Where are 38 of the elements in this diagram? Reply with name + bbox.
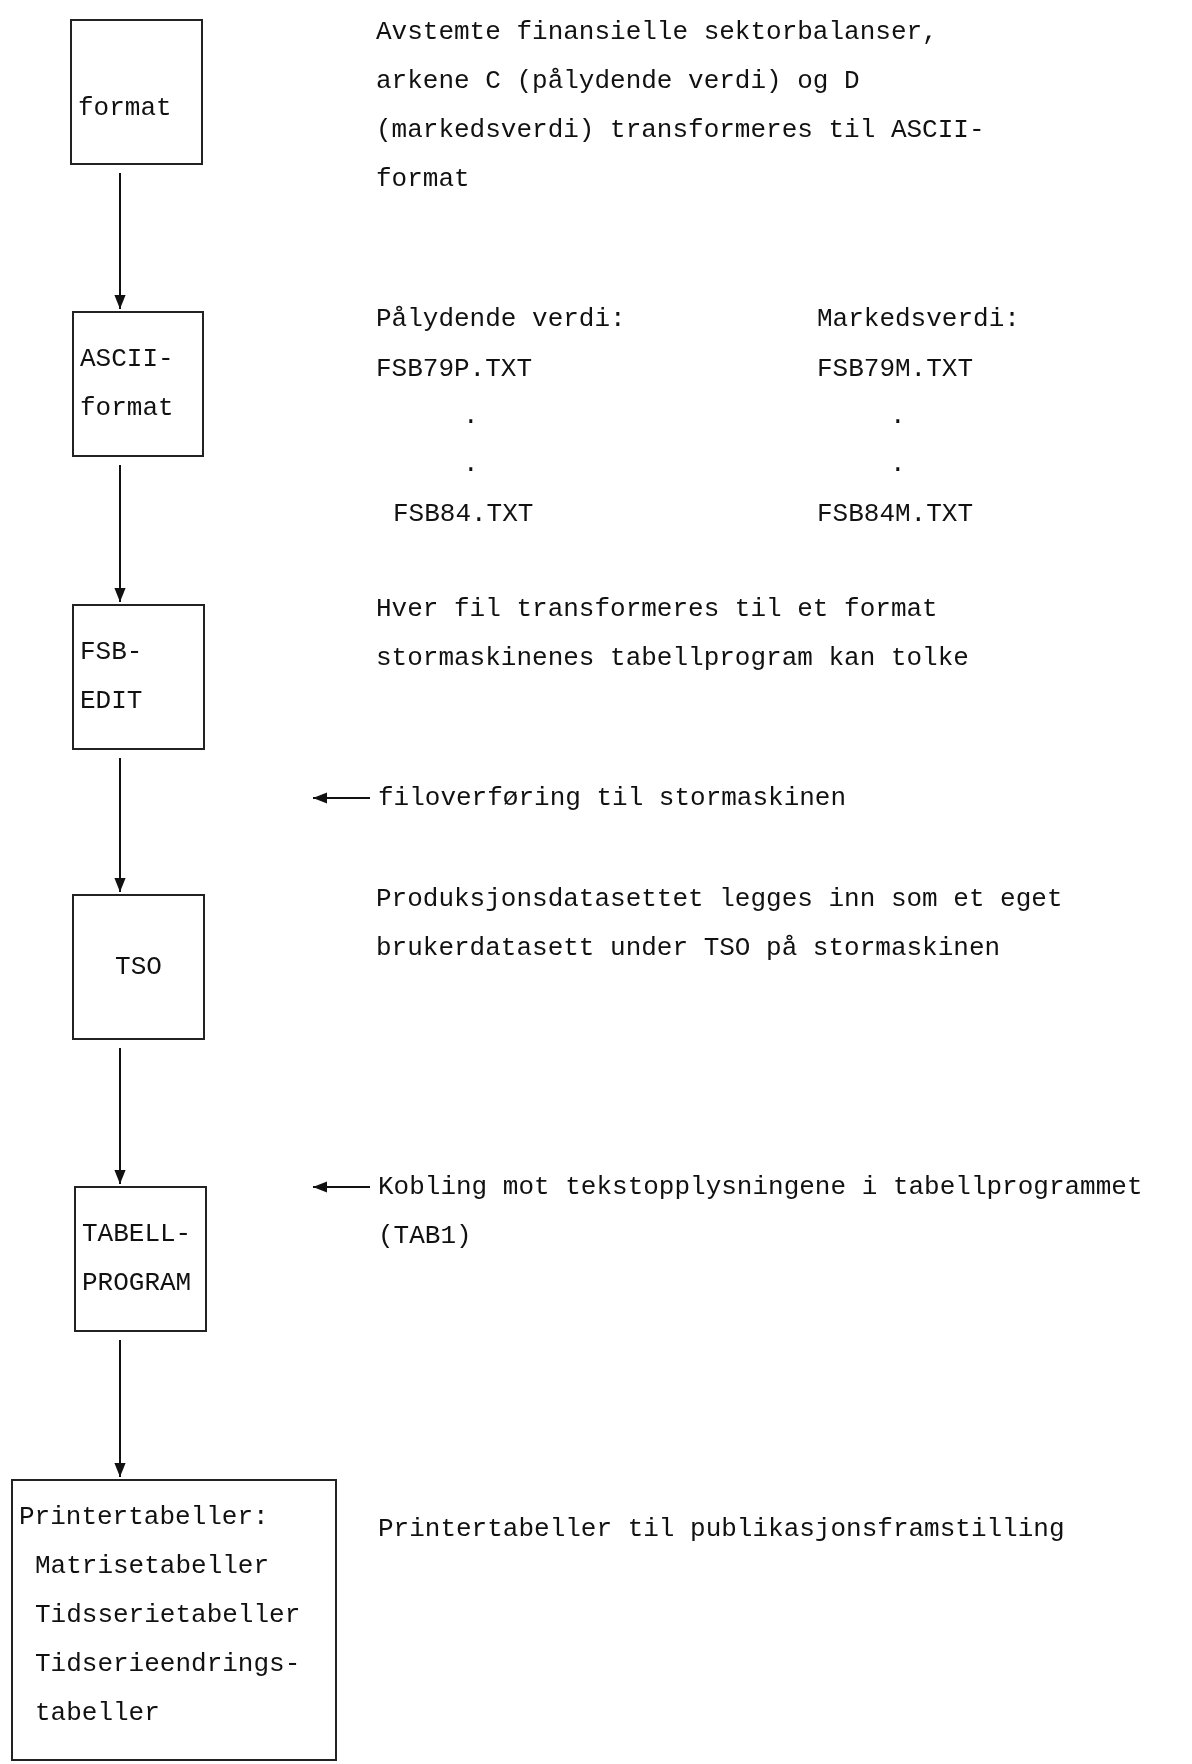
process-box	[74, 1186, 207, 1332]
box-text: TSO	[114, 950, 163, 984]
arrow	[114, 172, 126, 310]
arrow	[312, 792, 371, 804]
ellipsis-dot: .	[463, 400, 480, 433]
description-text: Produksjonsdatasettet legges inn som et eget brukerdatasett under TSO på stormaskinen	[376, 883, 1064, 965]
box-text: format	[78, 92, 173, 125]
arrow	[114, 464, 126, 603]
arrow	[114, 1047, 126, 1185]
arrow	[114, 757, 126, 893]
file-name: FSB79M.TXT	[817, 353, 975, 386]
ellipsis-dot: .	[890, 448, 907, 481]
column-heading: Pålydende verdi:	[376, 303, 627, 336]
box-text: Tidserieendrings- tabeller	[34, 1648, 302, 1730]
note-text: filoverføring til stormaskinen	[378, 782, 848, 815]
file-name: FSB84.TXT	[393, 498, 535, 531]
description-text: Avstemte finansielle sektorbalanser, arkene C (pålydende verdi) og D (markedsverdi) transformeres til ASCII-format	[376, 16, 986, 196]
box-text: Matrisetabeller	[34, 1550, 271, 1583]
process-box	[72, 604, 205, 750]
process-box	[72, 894, 205, 1040]
description-text: Printertabeller til publikasjonsframstilling	[378, 1513, 1066, 1546]
ellipsis-dot: .	[463, 448, 480, 481]
box-text: ASCII- format	[80, 343, 175, 425]
description-text: Hver fil transformeres til et format stormaskinenes tabellprogram kan tolke	[376, 593, 970, 675]
ellipsis-dot: .	[890, 400, 907, 433]
column-heading: Markedsverdi:	[817, 303, 1021, 336]
process-box	[72, 311, 204, 457]
box-heading: Printertabeller:	[19, 1501, 270, 1534]
box-text: Tidsserietabeller	[34, 1599, 302, 1632]
box-text: TABELL- PROGRAM	[82, 1218, 193, 1300]
file-name: FSB79P.TXT	[376, 353, 534, 386]
process-box	[70, 19, 203, 165]
box-text: FSB- EDIT	[80, 636, 144, 718]
arrow	[114, 1339, 126, 1478]
file-name: FSB84M.TXT	[817, 498, 975, 531]
arrow	[312, 1181, 371, 1193]
output-box	[11, 1479, 337, 1761]
note-text: Kobling mot tekstopplysningene i tabellprogrammet (TAB1)	[378, 1171, 1144, 1253]
